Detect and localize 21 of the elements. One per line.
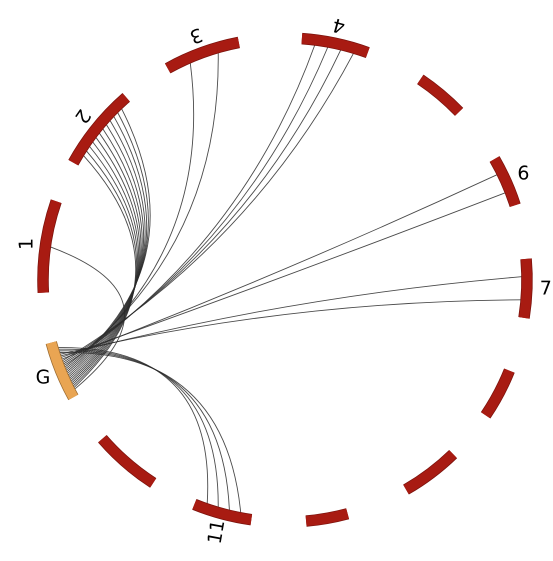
segment-label: 6: [517, 164, 530, 184]
link-curve: [64, 52, 219, 368]
segment-label: 3: [186, 24, 205, 46]
link-curve: [60, 299, 522, 355]
chromosome-arc: [68, 92, 131, 166]
chromosome-arc: [480, 368, 515, 419]
link-curve: [60, 276, 522, 356]
segment-label: 4: [330, 14, 348, 36]
chromosome-arc: [305, 507, 350, 528]
segment-label: 11: [206, 518, 229, 546]
segment-label: 1: [17, 238, 36, 250]
link-curve: [50, 246, 125, 390]
segment-label: 7: [540, 280, 552, 299]
chromosome-arc: [192, 498, 253, 545]
chromosome-arc: [97, 434, 157, 488]
segment-label: G: [36, 368, 50, 388]
chromosome-arc: [416, 74, 464, 117]
chromosome-arc: [518, 258, 553, 319]
link-curve: [65, 62, 194, 370]
chromosome-arc: [403, 449, 458, 495]
segment-label: 2: [70, 105, 94, 126]
